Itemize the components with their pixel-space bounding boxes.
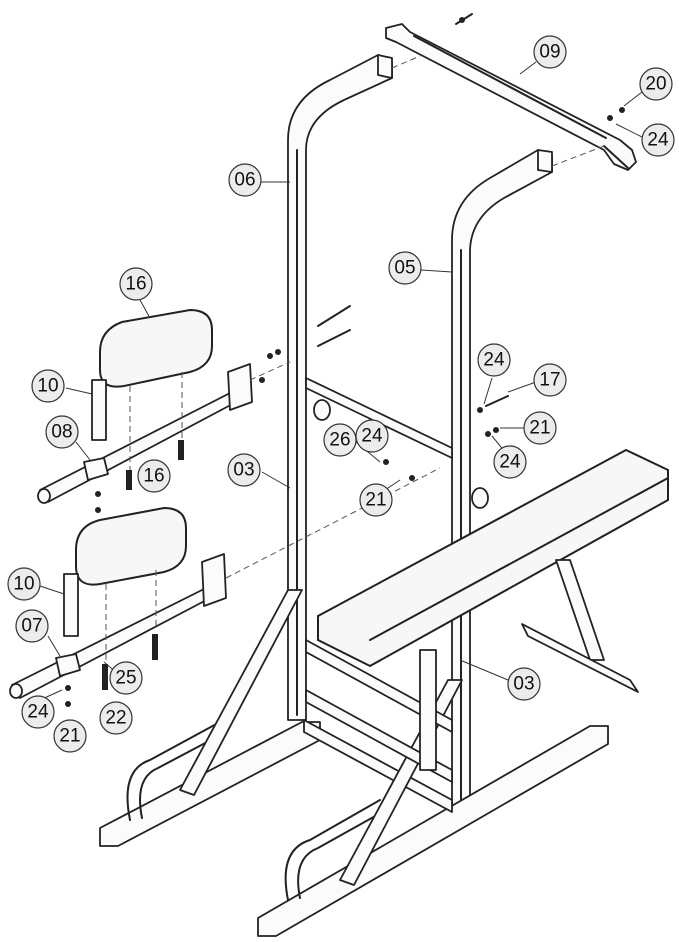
- svg-text:03: 03: [513, 674, 534, 695]
- callout-10: 10: [31, 369, 65, 403]
- callout-03: 03: [227, 453, 261, 487]
- callout-10: 10: [7, 567, 41, 601]
- svg-text:24: 24: [499, 452, 521, 473]
- svg-text:10: 10: [37, 376, 58, 397]
- callout-24: 24: [355, 419, 389, 453]
- base-frame: [99, 589, 609, 937]
- svg-text:22: 22: [105, 708, 126, 729]
- left-upright-post: [287, 54, 393, 721]
- hardware: [65, 13, 625, 707]
- callout-16: 16: [119, 267, 153, 301]
- callout-07: 07: [15, 609, 49, 643]
- callout-26: 26: [323, 423, 357, 457]
- svg-text:24: 24: [27, 702, 49, 723]
- callout-24: 24: [493, 445, 527, 479]
- callout-21: 21: [523, 411, 557, 445]
- callout-24: 24: [21, 695, 55, 729]
- callout-20: 20: [639, 67, 673, 101]
- callout-17: 17: [533, 363, 567, 397]
- right-upright-post: [451, 149, 553, 811]
- bench: [317, 448, 669, 771]
- svg-text:20: 20: [645, 74, 666, 95]
- svg-text:21: 21: [59, 726, 80, 747]
- callout-22: 22: [99, 701, 133, 735]
- svg-text:06: 06: [234, 170, 255, 191]
- svg-text:25: 25: [115, 668, 136, 689]
- svg-text:21: 21: [365, 490, 386, 511]
- callout-24: 24: [641, 123, 675, 157]
- callout-16: 16: [137, 459, 171, 493]
- callout-03: 03: [507, 667, 541, 701]
- svg-text:16: 16: [143, 466, 164, 487]
- svg-text:17: 17: [539, 370, 560, 391]
- svg-text:24: 24: [483, 350, 505, 371]
- callout-05: 05: [388, 251, 422, 285]
- svg-text:24: 24: [647, 130, 669, 151]
- callout-09: 09: [533, 35, 567, 69]
- svg-text:16: 16: [125, 274, 146, 295]
- callout-06: 06: [228, 163, 262, 197]
- callout-24: 24: [477, 343, 511, 377]
- callout-21: 21: [53, 719, 87, 753]
- pull-up-bar: [385, 23, 637, 171]
- callout-21: 21: [359, 483, 393, 517]
- svg-text:24: 24: [361, 426, 383, 447]
- svg-text:21: 21: [529, 418, 550, 439]
- svg-text:26: 26: [329, 430, 350, 451]
- svg-text:08: 08: [51, 422, 72, 443]
- callout-25: 25: [109, 661, 143, 695]
- lower-leg-pad-assembly: [9, 506, 227, 699]
- cross-brace: [305, 377, 489, 509]
- svg-text:10: 10: [13, 574, 34, 595]
- upper-leg-pad-assembly: [37, 308, 253, 504]
- alignment-lines: [225, 55, 605, 579]
- callout-08: 08: [45, 415, 79, 449]
- svg-text:03: 03: [233, 460, 254, 481]
- svg-text:07: 07: [21, 616, 42, 637]
- svg-text:09: 09: [539, 42, 560, 63]
- callouts: 09 20 24 06 05 16 10 08: [7, 35, 675, 753]
- svg-text:05: 05: [394, 258, 415, 279]
